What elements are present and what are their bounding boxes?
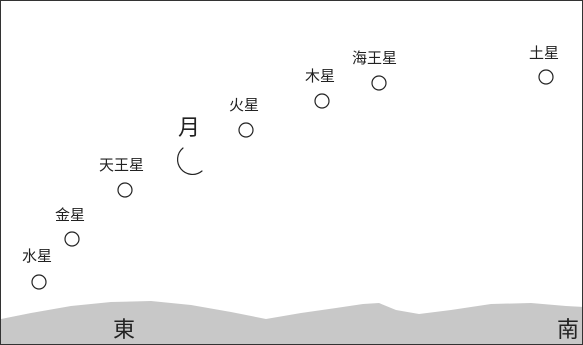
uranus-icon <box>117 182 133 198</box>
jupiter-label: 木星 <box>305 67 336 85</box>
east-direction-label: 東 <box>113 318 136 343</box>
mars-label: 火星 <box>229 96 260 114</box>
south-direction-label: 南 <box>557 318 580 343</box>
moon-label: 月 <box>178 116 201 141</box>
moon-crescent-icon <box>176 147 203 175</box>
mars-icon <box>238 122 254 138</box>
saturn-icon <box>538 69 554 85</box>
venus-label: 金星 <box>55 206 86 224</box>
uranus-label: 天王星 <box>99 156 145 174</box>
jupiter-icon <box>314 93 330 109</box>
neptune-label: 海王星 <box>352 49 398 67</box>
mercury-label: 水星 <box>22 247 53 265</box>
venus-icon <box>64 231 80 247</box>
neptune-icon <box>371 75 387 91</box>
ground-horizon <box>1 301 582 344</box>
saturn-label: 土星 <box>529 44 560 62</box>
mercury-icon <box>31 274 47 290</box>
